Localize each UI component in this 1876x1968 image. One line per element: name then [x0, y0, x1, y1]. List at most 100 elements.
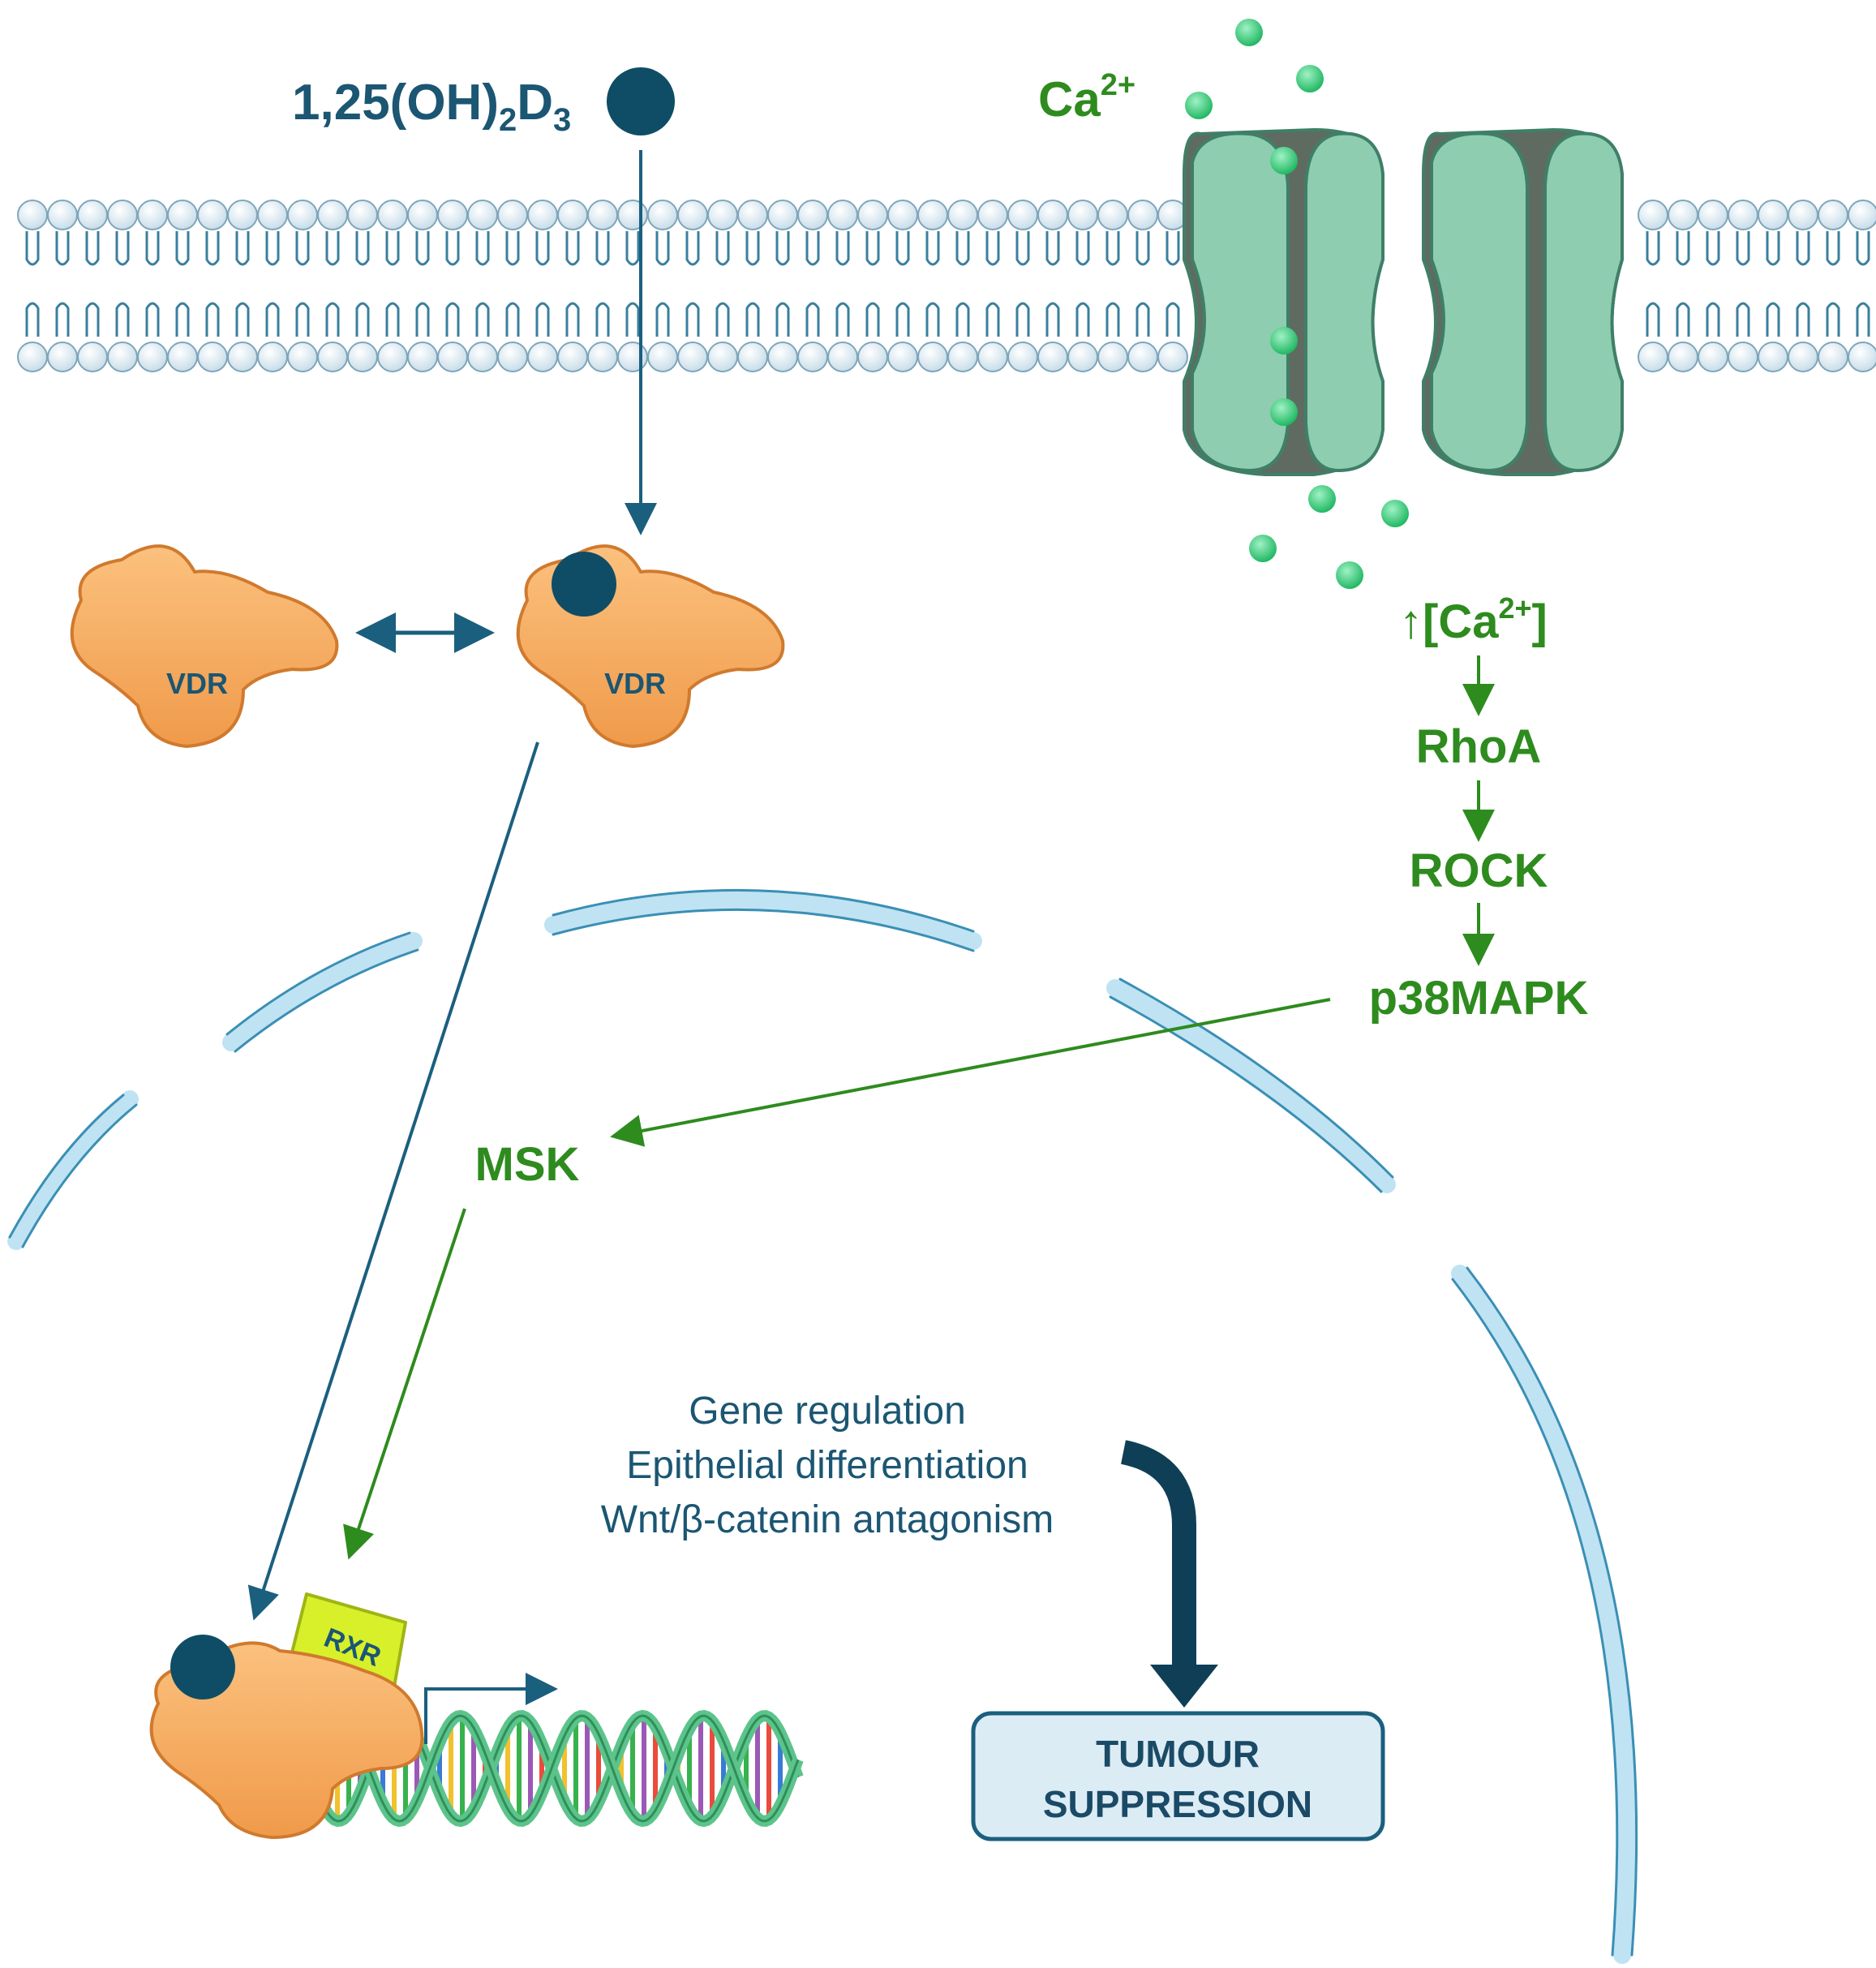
rock-label: ROCK [1410, 844, 1548, 897]
lipid-head [377, 342, 408, 372]
lipid-tail [745, 231, 760, 337]
lipid-tail [1766, 231, 1780, 337]
calcium-ion [1336, 561, 1363, 589]
calcium-ions [1185, 19, 1409, 589]
calcitriol-label: 1,25(OH)2D3 [292, 75, 571, 138]
lipid-tail [85, 231, 100, 337]
lipid-head [497, 200, 528, 230]
lipid-head [1818, 342, 1848, 372]
effect-wnt-antagonism: Wnt/β-catenin antagonism [601, 1498, 1054, 1541]
lipid-tail [1166, 231, 1180, 337]
lipid-head [497, 342, 528, 372]
tumour-suppression-box: TUMOUR SUPPRESSION [971, 1711, 1385, 1841]
lipid-tail [25, 231, 40, 337]
lipid-tail [835, 231, 850, 337]
lipid-head [77, 342, 108, 372]
lipid-head [467, 200, 498, 230]
lipid-head [407, 200, 438, 230]
lipid-head [167, 200, 198, 230]
lipid-head [257, 342, 288, 372]
lipid-head [1848, 200, 1876, 230]
transcription-start-arrow [424, 1673, 558, 1744]
nuclear-envelope-outline [8, 888, 1638, 1957]
lipid-head [437, 200, 468, 230]
lipid-tail [1135, 231, 1150, 337]
lipid-head [527, 200, 558, 230]
lipid-head [1097, 200, 1128, 230]
nuclear-envelope [7, 891, 1636, 1964]
lipid-head [1668, 200, 1698, 230]
lipid-head [617, 200, 648, 230]
lipid-head [1007, 200, 1038, 230]
lipid-tail [115, 231, 130, 337]
lipid-head [137, 200, 168, 230]
lipid-head [1007, 342, 1038, 372]
lipid-head [1818, 200, 1848, 230]
lipid-head [977, 342, 1008, 372]
lipid-tail [295, 231, 310, 337]
lipid-head [587, 200, 618, 230]
lipid-tail [955, 231, 970, 337]
lipid-tail [895, 231, 910, 337]
lipid-head [917, 200, 948, 230]
calcium-ion [1185, 92, 1213, 119]
lipid-tail [1736, 231, 1750, 337]
lipid-head [197, 200, 228, 230]
calcium-ion [1249, 535, 1277, 562]
lipid-head [1037, 200, 1068, 230]
lipid-head [317, 200, 348, 230]
lipid-tail [355, 231, 370, 337]
lipid-tail [1075, 231, 1090, 337]
lipid-head [617, 342, 648, 372]
msk-to-rxr-arrow [343, 1208, 466, 1560]
lipid-head [347, 200, 378, 230]
lipid-tail [1826, 231, 1840, 337]
lipid-head [47, 200, 78, 230]
calcium-channel-right [1422, 127, 1624, 476]
lipid-tail [715, 231, 730, 337]
lipid-tail [325, 231, 340, 337]
lipid-head [1067, 200, 1098, 230]
lipid-head [1848, 342, 1876, 372]
lipid-head [1097, 342, 1128, 372]
lipid-tail [655, 231, 670, 337]
lipid-head [887, 342, 918, 372]
lipid-head [797, 200, 828, 230]
lipid-head [647, 200, 678, 230]
lipid-head [107, 200, 138, 230]
lipid-tail [205, 231, 220, 337]
lipid-tail [775, 231, 790, 337]
lipid-tail [265, 231, 280, 337]
lipid-tail [565, 231, 580, 337]
lipid-head [1758, 200, 1788, 230]
calcium-ion [1270, 398, 1298, 426]
lipid-head [797, 342, 828, 372]
calcitriol-ligand [607, 67, 675, 135]
calcium-ion [1235, 19, 1263, 46]
lipid-head [977, 200, 1008, 230]
outcome-arrow [1120, 1440, 1218, 1708]
lipid-head [1127, 342, 1158, 372]
lipid-head [1728, 200, 1758, 230]
lipid-head [47, 342, 78, 372]
lipid-head [287, 200, 318, 230]
vdr-bound-ligand [552, 552, 616, 617]
lipid-head [167, 342, 198, 372]
lipid-head [1157, 342, 1188, 372]
calcium-ion [1296, 65, 1324, 92]
outcome-line1: TUMOUR [1096, 1733, 1260, 1775]
lipid-tail [55, 231, 70, 337]
lipid-head [437, 342, 468, 372]
lipid-head [17, 200, 48, 230]
calcium-channel-left [1183, 127, 1384, 476]
lipid-head [467, 342, 498, 372]
lipid-tail [415, 231, 430, 337]
dna-backbone-outline [307, 1714, 800, 1823]
lipid-head [917, 342, 948, 372]
lipid-head [347, 342, 378, 372]
lipid-tail [1045, 231, 1060, 337]
vdr-dna-complex [149, 1635, 424, 1840]
lipid-tail [145, 231, 160, 337]
vdr-free-label: VDR [166, 667, 228, 700]
outcome-line2: SUPPRESSION [1043, 1783, 1312, 1825]
